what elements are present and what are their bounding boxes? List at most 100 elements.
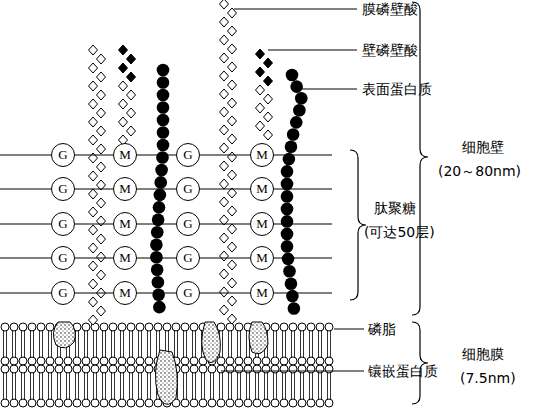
sugar-letter: G [58,181,67,197]
lipid-tail [186,386,187,400]
leader-line [298,89,357,90]
lipid-head [55,399,63,407]
teichoic-unit [97,90,106,100]
lipid-tail [93,344,94,358]
glycan-link [137,293,176,294]
lipid-tail [327,386,328,400]
lipid-tail [150,372,151,386]
glycan-link [75,155,113,156]
lipid-tail [255,372,256,386]
lipid-head [181,365,189,373]
protein-bead [281,215,294,228]
lipid-tail [96,330,97,344]
lipid-tail [39,344,40,358]
lipid-tail [330,344,331,358]
glycan-link [200,258,250,259]
lipid-tail [192,372,193,386]
lipid-tail [114,344,115,358]
lipid-tail [93,372,94,386]
teichoic-unit [97,108,106,118]
lipid-head [316,357,324,365]
lipid-tail [282,344,283,358]
lipid-head [28,357,36,365]
lipid-tail [201,372,202,386]
lipid-tail [228,330,229,344]
lipid-head [91,365,99,373]
lipid-tail [24,330,25,344]
lipid-tail [294,344,295,358]
lipid-tail [267,386,268,400]
lipid-head [280,357,288,365]
lipid-head [118,323,126,331]
lipid-tail [84,372,85,386]
part-label: 壁磷壁酸 [362,41,418,59]
lipid-tail [78,344,79,358]
lipid-tail [255,386,256,400]
lipid-tail [219,372,220,386]
murnac-circle: M [113,143,137,167]
lipid-tail [75,344,76,358]
lipid-tail [177,344,178,358]
lipid-head [226,399,234,407]
lipid-tail [285,372,286,386]
sugar-letter: G [183,181,192,197]
lipid-head [19,399,27,407]
lipid-tail [48,344,49,358]
glycan-link [200,189,250,190]
lipid-tail [222,344,223,358]
teichoic-unit [256,103,265,113]
protein-bead [157,64,170,77]
dimension: (7.5nm) [460,369,516,387]
protein-bead [281,190,294,203]
lipid-tail [3,372,4,386]
lipid-tail [276,330,277,344]
lipid-tail [12,344,13,358]
lipid-tail [213,372,214,386]
glycan-link [200,224,250,225]
glcnac-circle: G [51,143,75,167]
lipid-head [145,323,153,331]
lipid-tail [42,344,43,358]
lipid-tail [183,386,184,400]
lipid-tail [111,386,112,400]
region-label: 细胞膜 [462,345,504,363]
lipid-tail [300,372,301,386]
protein-bead [282,253,295,266]
lipid-tail [105,344,106,358]
teichoic-unit [89,279,98,289]
lipid-head [127,323,135,331]
lipid-tail [51,386,52,400]
sugar-letter: M [256,147,268,163]
lipid-tail [291,372,292,386]
lipid-tail [21,386,22,400]
teichoic-unit [127,54,136,64]
lipid-head [46,365,54,373]
lipid-tail [231,344,232,358]
glycan-link [137,155,176,156]
lipid-head [73,365,81,373]
lipid-tail [294,386,295,400]
teichoic-unit [127,126,136,136]
lipid-head [307,399,315,407]
murnac-circle: M [250,143,274,167]
lipid-head [109,399,117,407]
lipid-tail [321,372,322,386]
lipid-head [136,365,144,373]
lipid-tail [300,344,301,358]
protein-bead [157,114,170,127]
lipid-head [37,399,45,407]
murnac-circle: M [113,281,137,305]
lipid-tail [30,330,31,344]
strand-line [274,155,332,156]
lipid-head [19,365,27,373]
lipid-head [10,357,18,365]
lipid-tail [141,386,142,400]
sugar-letter: G [58,250,67,266]
lipid-tail [120,386,121,400]
teichoic-unit [97,126,106,136]
protein-bead [281,203,294,216]
sugar-letter: M [119,181,131,197]
glcnac-circle: G [176,281,200,305]
lipid-tail [120,344,121,358]
strand-line [0,258,51,259]
